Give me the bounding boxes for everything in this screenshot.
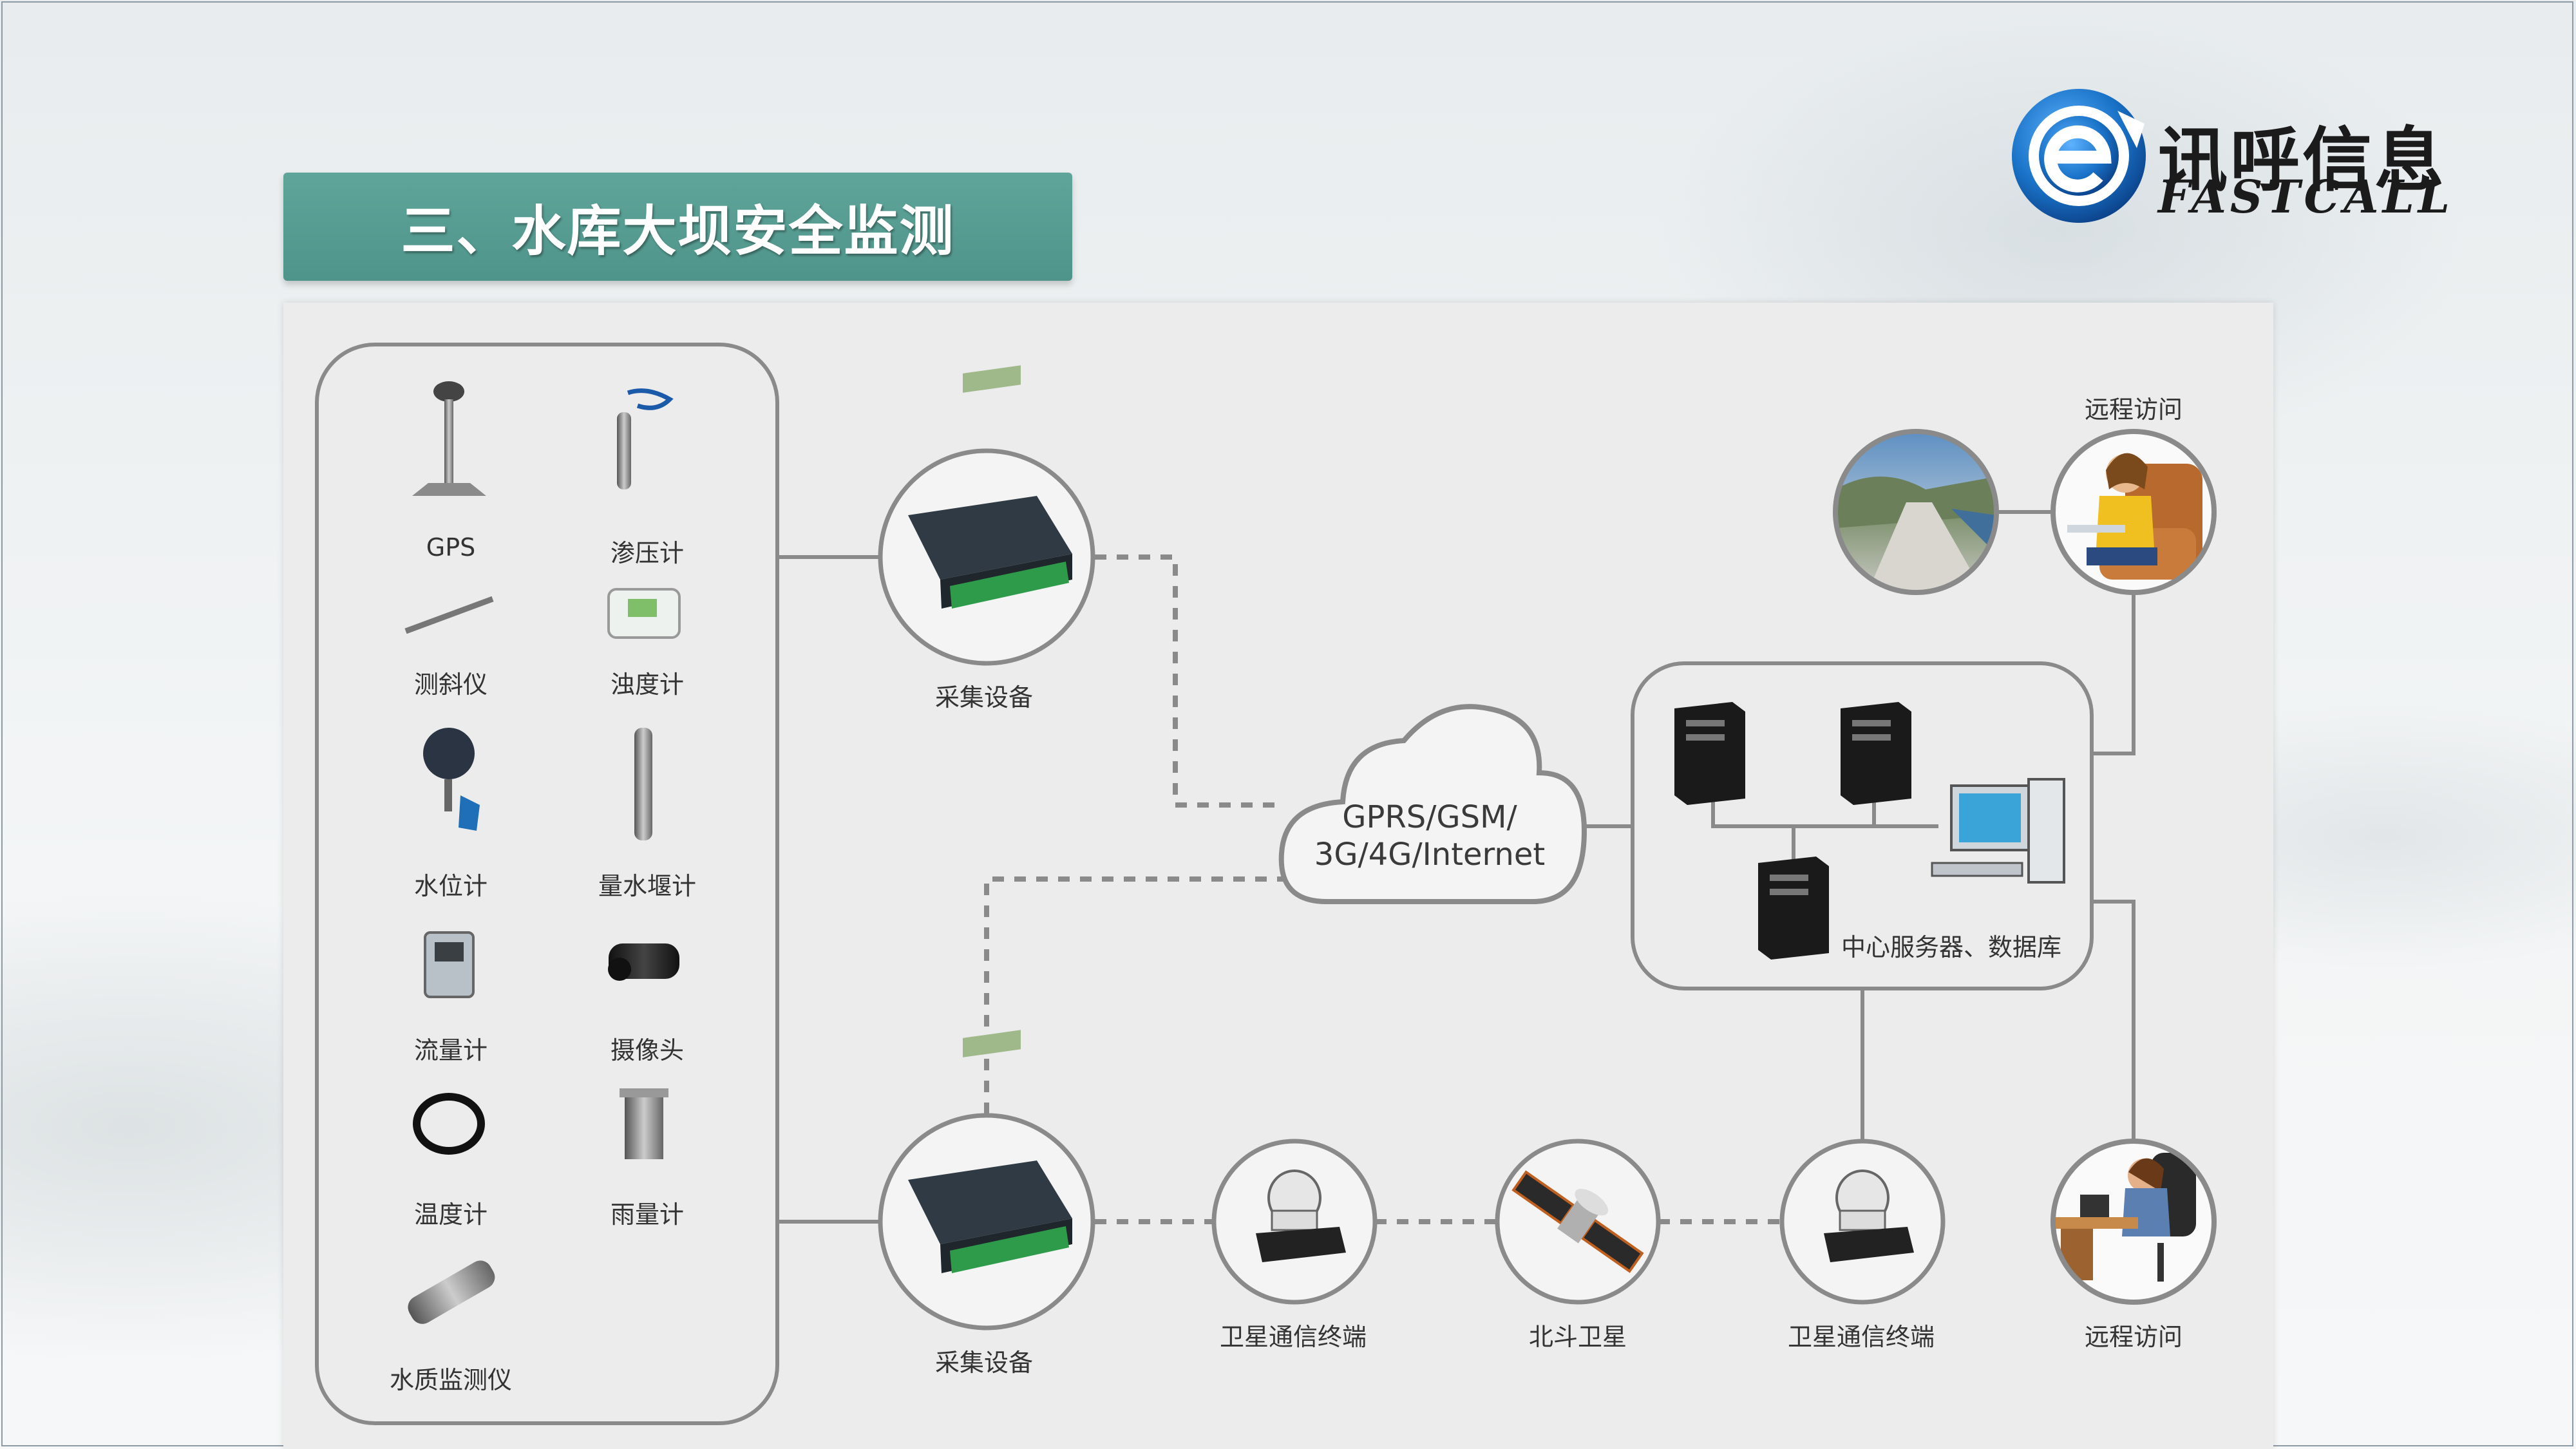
sensor-group-box [315,343,779,1425]
sensor-label-rain-gauge: 雨量计 [610,1200,685,1229]
slide-title: 三、水库大坝安全监测 [283,173,1072,281]
collector-top-device-icon [908,365,1072,609]
sensor-label-inclinometer: 测斜仪 [413,670,488,699]
cloud-label-line1: GPRS/GSM/ [1342,799,1517,835]
sat-terminal-left-label: 卫星通信终端 [1219,1323,1367,1351]
solid-links [777,510,2136,1224]
sensor-label-gps: GPS [426,533,476,562]
sensor-label-piezometer: 渗压计 [610,539,685,567]
server-tower-2-icon [1841,702,1911,805]
dashed-links [984,554,1782,1224]
network-cloud-icon [1278,704,1587,904]
remote-top-label: 远程访问 [2084,395,2183,424]
database-computer-icon [1931,778,2065,884]
server-tower-3-icon [1758,857,1829,960]
collector-bottom-device-icon [908,1030,1072,1273]
sensor-label-weir: 量水堰计 [598,872,697,900]
water-level-meter-icon [423,728,480,831]
water-quality-monitor-icon [408,1260,495,1324]
sensor-label-water-level: 水位计 [413,872,488,900]
sensor-label-camera: 摄像头 [610,1036,685,1065]
cloud-label: GPRS/GSM/ 3G/4G/Internet [1294,799,1565,873]
logo-e-icon [2012,89,2146,223]
collector-top-label: 采集设备 [934,683,1034,712]
piezometer-icon [617,388,674,489]
sensor-label-flow: 流量计 [413,1036,488,1065]
turbidimeter-icon [607,588,681,639]
remote-bottom-label: 远程访问 [2084,1323,2183,1351]
logo-english-text: FASTCALL [2158,170,2454,223]
server-label: 中心服务器、数据库 [1841,933,2062,961]
beidou-satellite-icon [1511,1170,1644,1273]
rain-gauge-icon [620,1088,668,1159]
thermometer-icon [413,1093,485,1155]
sensor-label-thermometer: 温度计 [413,1200,488,1229]
beidou-label: 北斗卫星 [1528,1323,1627,1351]
sensor-label-water-quality: 水质监测仪 [389,1366,513,1394]
server-tower-1-icon [1674,702,1745,805]
company-logo: 讯呼信息 FASTCALL [2008,85,2450,227]
gps-antenna-icon [412,381,486,496]
weir-meter-icon [634,728,652,840]
server-group-box [1631,661,2094,990]
logo-chinese-text: 讯呼信息 [2158,120,2447,201]
cloud-label-line2: 3G/4G/Internet [1314,837,1546,873]
inclinometer-icon [404,596,494,634]
sat-terminal-right-icon [1824,1170,1914,1262]
sensor-label-turbidimeter: 浊度计 [610,670,685,699]
remote-user-armchair-icon [2053,431,2214,592]
flow-meter-icon [424,931,475,998]
sat-terminal-right-label: 卫星通信终端 [1787,1323,1935,1351]
remote-user-desk-icon [2053,1141,2214,1302]
sat-terminal-left-icon [1256,1170,1346,1262]
dam-photo [1835,431,1996,592]
camera-icon [608,943,679,981]
collector-bottom-label: 采集设备 [934,1349,1034,1377]
